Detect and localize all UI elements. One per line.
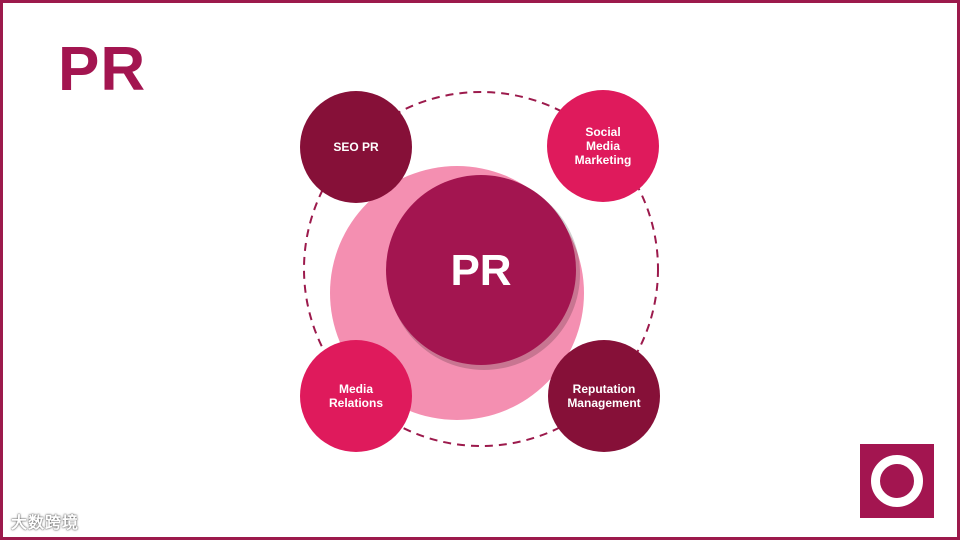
center-circle xyxy=(386,175,576,365)
node-circle-social-media-marketing xyxy=(547,90,659,202)
node-label-seo-pr: SEO PR xyxy=(333,140,379,154)
node-label-media-relations: Media Relations xyxy=(328,382,383,410)
slide-title: PR xyxy=(58,35,147,104)
pr-diagram xyxy=(300,90,660,452)
node-circle-reputation-management xyxy=(548,340,660,452)
node-circle-media-relations xyxy=(300,340,412,452)
logo-ring xyxy=(871,455,923,507)
center-label: PR xyxy=(450,246,512,295)
node-label-social-media-marketing: Social Media Marketing xyxy=(574,125,632,167)
watermark: 大数跨境 xyxy=(11,515,80,532)
dashed-ring xyxy=(303,91,659,447)
node-label-reputation-management: Reputation Management xyxy=(567,382,641,410)
ring-logo-icon xyxy=(860,444,934,518)
node-circle-seo-pr xyxy=(300,91,412,203)
